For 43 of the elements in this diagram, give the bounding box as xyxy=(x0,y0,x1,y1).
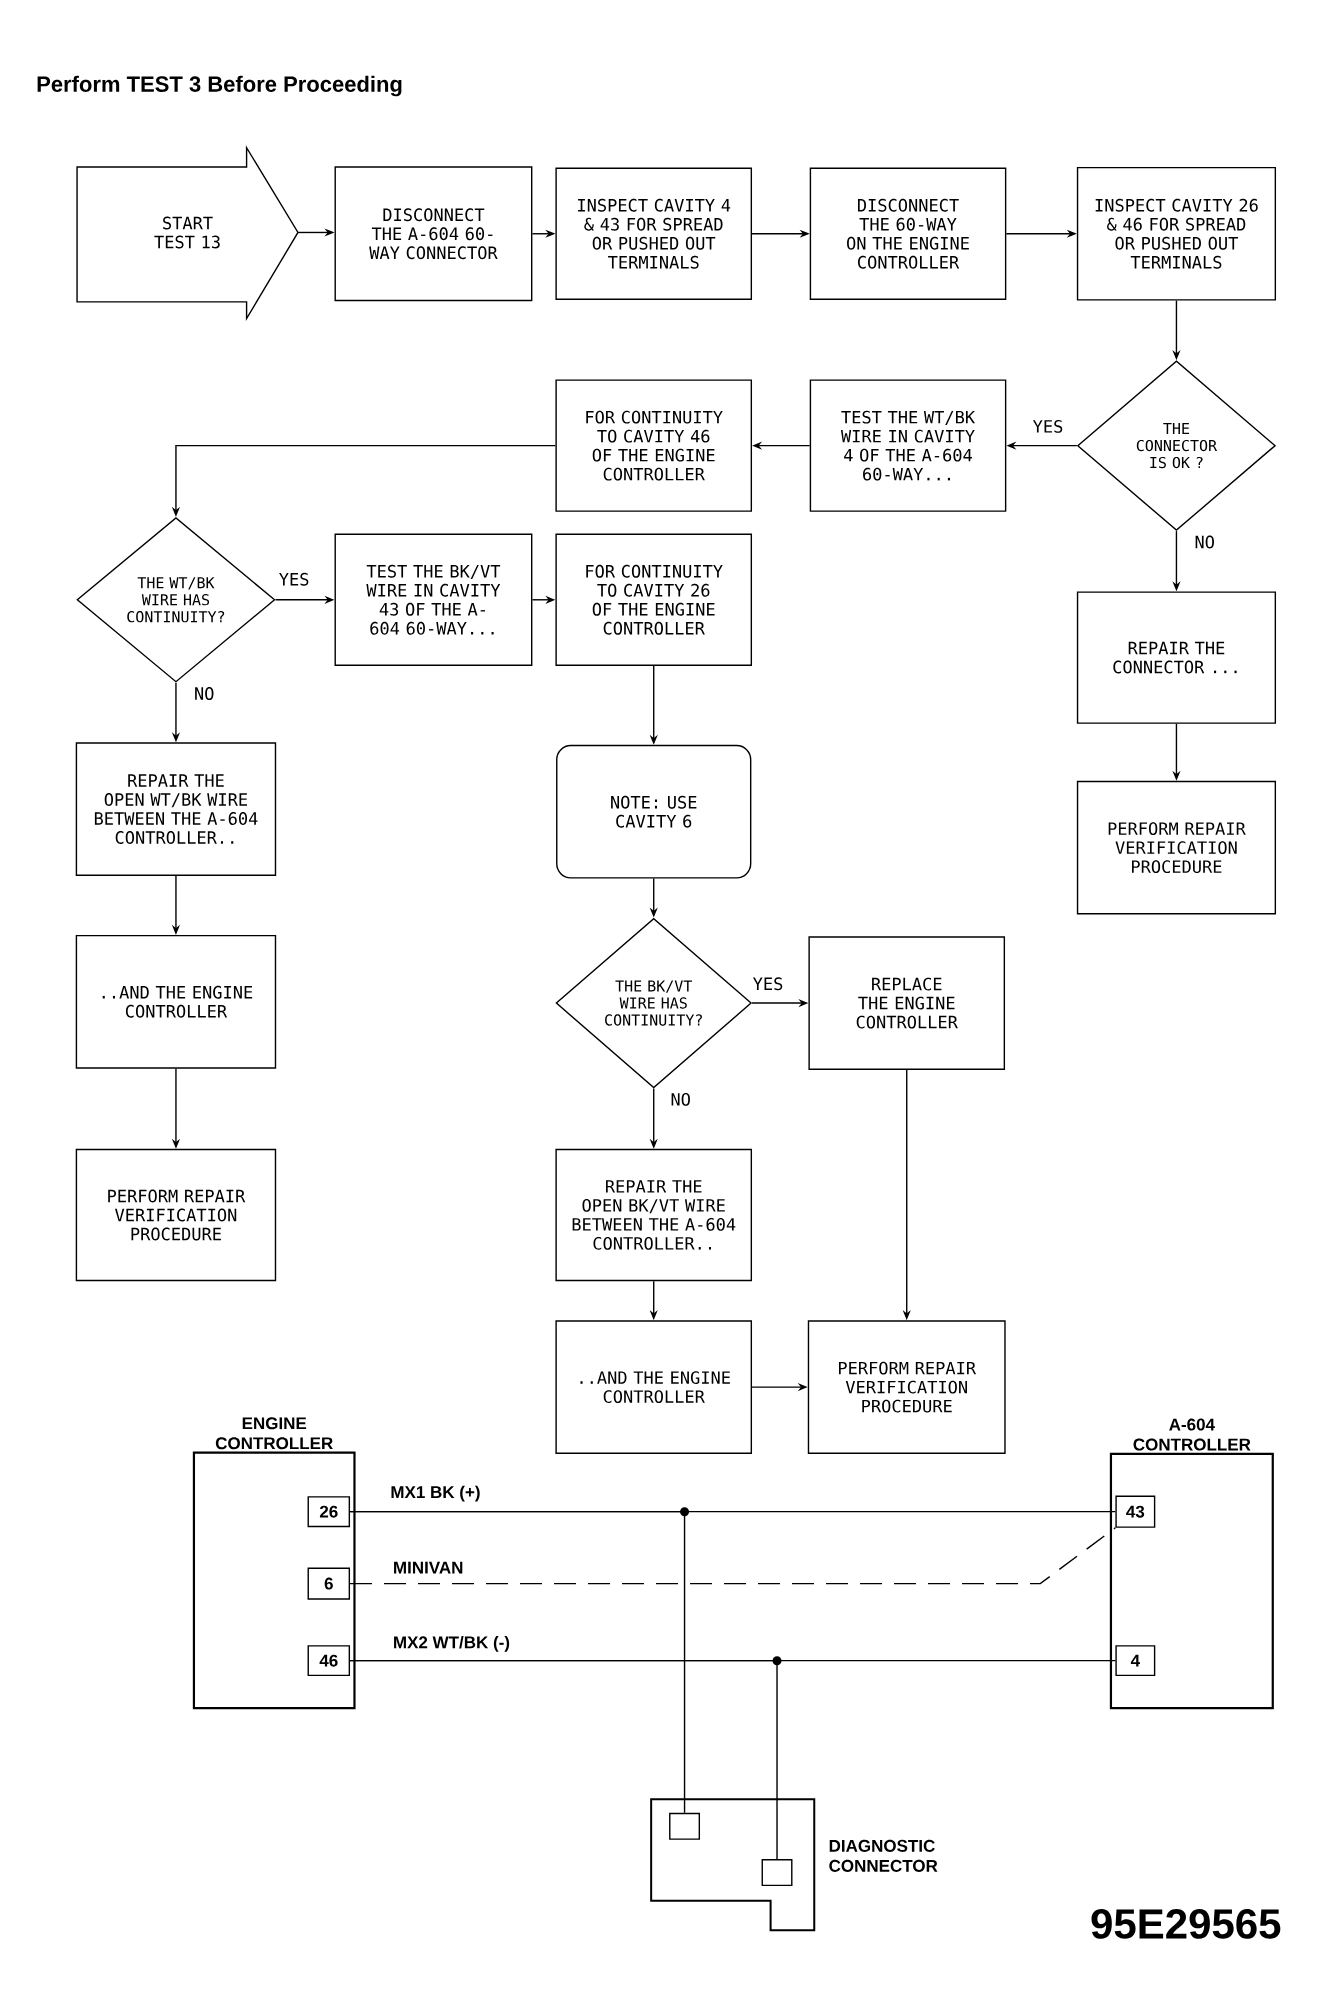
process-box: ..AND THE ENGINE CONTROLLER xyxy=(75,934,277,1069)
wire xyxy=(349,1659,778,1860)
edge-label: MINIVAN xyxy=(391,1560,465,1575)
process-box: INSPECT CAVITY 4 & 43 FOR SPREAD OR PUSHED OUT TERMINALS xyxy=(555,167,753,300)
connector-label: DIAGNOSTIC CONNECTOR xyxy=(829,1839,938,1872)
process-box: TEST THE WT/BK WIRE IN CAVITY 4 OF THE A-604 60-WAY... xyxy=(809,379,1007,512)
process-box: ..AND THE ENGINE CONTROLLER xyxy=(555,1320,753,1454)
edge-label: NO xyxy=(1193,534,1216,550)
pin-box: 4 xyxy=(1115,1645,1156,1677)
process-box: REPAIR THE CONNECTOR ... xyxy=(1076,591,1277,724)
process-box: INSPECT CAVITY 26 & 46 FOR SPREAD OR PUSHED OUT TERMINALS xyxy=(1076,166,1277,301)
edge-label: MX2 WT/BK (-) xyxy=(391,1634,511,1653)
process-box: PERFORM REPAIR VERIFICATION PROCEDURE xyxy=(75,1148,277,1282)
edge-label: YES xyxy=(751,976,785,992)
pin-box: 26 xyxy=(307,1496,351,1528)
edge-label: YES xyxy=(277,571,311,587)
node-label: A-604 CONTROLLER xyxy=(1133,1418,1251,1451)
process-box: DISCONNECT THE 60-WAY ON THE ENGINE CONTROLLER xyxy=(809,167,1007,300)
process-box: PERFORM REPAIR VERIFICATION PROCEDURE xyxy=(1076,780,1277,915)
process-box: DISCONNECT THE A-604 60-WAY CONNECTOR xyxy=(334,166,533,302)
node-label: ENGINE CONTROLLER xyxy=(215,1417,333,1450)
process-box: REPAIR THE OPEN BK/VT WIRE BETWEEN THE A-604 CONTROLLER.. xyxy=(555,1148,753,1282)
terminal-square xyxy=(669,1812,701,1840)
wire xyxy=(349,1527,1117,1585)
edge-label: MX1 BK (+) xyxy=(389,1484,482,1503)
pin-box: 6 xyxy=(307,1567,351,1600)
pin-box: 46 xyxy=(307,1645,351,1677)
title: Perform TEST 3 Before Proceeding xyxy=(37,75,402,97)
terminal-square xyxy=(761,1859,793,1887)
pin-box: 43 xyxy=(1115,1495,1156,1528)
figure-number: 95E29565 xyxy=(1091,1909,1281,1939)
process-box: FOR CONTINUITY TO CAVITY 46 OF THE ENGINE CONTROLLER xyxy=(555,379,753,512)
process-box: TEST THE BK/VT WIRE IN CAVITY 43 OF THE A-604 60-WAY... xyxy=(334,533,533,666)
process-box: FOR CONTINUITY TO CAVITY 26 OF THE ENGINE CONTROLLER xyxy=(555,533,753,666)
process-box: PERFORM REPAIR VERIFICATION PROCEDURE xyxy=(807,1320,1006,1454)
connector-outline xyxy=(650,1798,816,1932)
note-box: NOTE: USE CAVITY 6 xyxy=(556,744,752,879)
wire xyxy=(349,1510,686,1814)
edge-label: NO xyxy=(193,686,216,701)
edge-label: YES xyxy=(1031,419,1065,434)
edge-label: NO xyxy=(669,1091,692,1107)
process-box: REPAIR THE OPEN WT/BK WIRE BETWEEN THE A-604 CONTROLLER.. xyxy=(75,742,277,876)
process-box: REPLACE THE ENGINE CONTROLLER xyxy=(808,936,1006,1070)
